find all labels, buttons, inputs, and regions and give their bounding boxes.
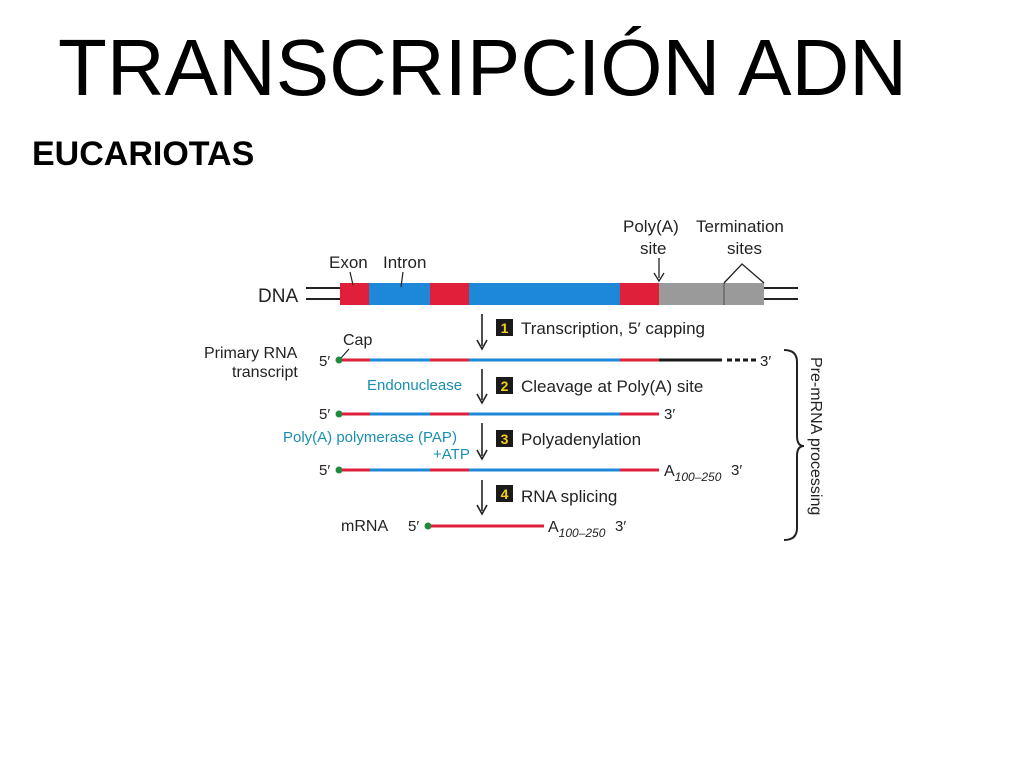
mrna-five-prime: 5′: [408, 518, 419, 535]
primary-rna-transcript: Primary RNA transcript Cap 5′ 3′: [204, 332, 771, 381]
primary-three-prime: 3′: [760, 353, 771, 370]
intron-label: Intron: [383, 253, 426, 272]
processing-brace: Pre-mRNA processing: [783, 349, 824, 541]
cap-icon: [335, 410, 343, 418]
step-1-number: 1: [501, 320, 509, 336]
slide-title: TRANSCRIPCIÓN ADN: [58, 23, 907, 112]
mature-mrna: mRNA 5′ A100–250 3′: [341, 518, 626, 540]
step-2: 2 Cleavage at Poly(A) site: [496, 377, 703, 396]
step-1: 1 Transcription, 5′ capping: [496, 319, 705, 338]
mrna-polya-tail: A100–250: [548, 519, 606, 540]
process-arrows: [476, 314, 488, 516]
polya-five-prime: 5′: [319, 462, 330, 479]
processing-label: Pre-mRNA processing: [807, 357, 824, 515]
dna-termination-region: [659, 283, 764, 305]
cleaved-transcript: 5′ 3′: [319, 406, 675, 423]
step-3-label: Polyadenylation: [521, 430, 641, 449]
primary-five-prime: 5′: [319, 353, 330, 370]
dna-exon-3: [620, 283, 659, 305]
cap-icon: [335, 466, 343, 474]
step-2-number: 2: [501, 378, 509, 394]
polya-three-prime: 3′: [731, 462, 742, 479]
step-4-number: 4: [501, 486, 509, 502]
step-2-label: Cleavage at Poly(A) site: [521, 377, 703, 396]
cap-icon: [424, 522, 432, 530]
mrna-three-prime: 3′: [615, 518, 626, 535]
termination-label-1: Termination: [696, 217, 784, 236]
cleaved-three-prime: 3′: [664, 406, 675, 423]
dna-intron-1: [369, 283, 430, 305]
step-4-label: RNA splicing: [521, 487, 617, 506]
dna-exon-1: [340, 283, 369, 305]
step-1-label: Transcription, 5′ capping: [521, 319, 705, 338]
step-3: 3 Polyadenylation: [496, 430, 641, 449]
termination-label-2: sites: [727, 239, 762, 258]
atp-label: +ATP: [433, 446, 470, 463]
cap-label: Cap: [343, 332, 372, 349]
primary-label-1: Primary RNA: [204, 345, 298, 362]
step-3-number: 3: [501, 431, 509, 447]
polya-tail-label: A100–250: [664, 463, 722, 484]
polyadenylated-transcript: 5′ A100–250 3′: [319, 462, 742, 484]
step-4: 4 RNA splicing: [496, 485, 617, 506]
polya-site-label-2: site: [640, 239, 666, 258]
slide-subtitle: EUCARIOTAS: [32, 135, 255, 173]
dna-gene: DNA Exon Intron Poly(A) site Termination…: [258, 217, 798, 307]
cap-icon: [335, 356, 343, 364]
pap-label: Poly(A) polymerase (PAP): [283, 429, 457, 446]
primary-label-2: transcript: [232, 364, 298, 381]
mrna-label: mRNA: [341, 518, 388, 535]
dna-exon-2: [430, 283, 469, 305]
dna-intron-2: [469, 283, 620, 305]
dna-label: DNA: [258, 286, 298, 307]
endonuclease-label: Endonuclease: [367, 377, 462, 394]
cleaved-five-prime: 5′: [319, 406, 330, 423]
polya-site-label-1: Poly(A): [623, 217, 679, 236]
exon-label: Exon: [329, 253, 368, 272]
